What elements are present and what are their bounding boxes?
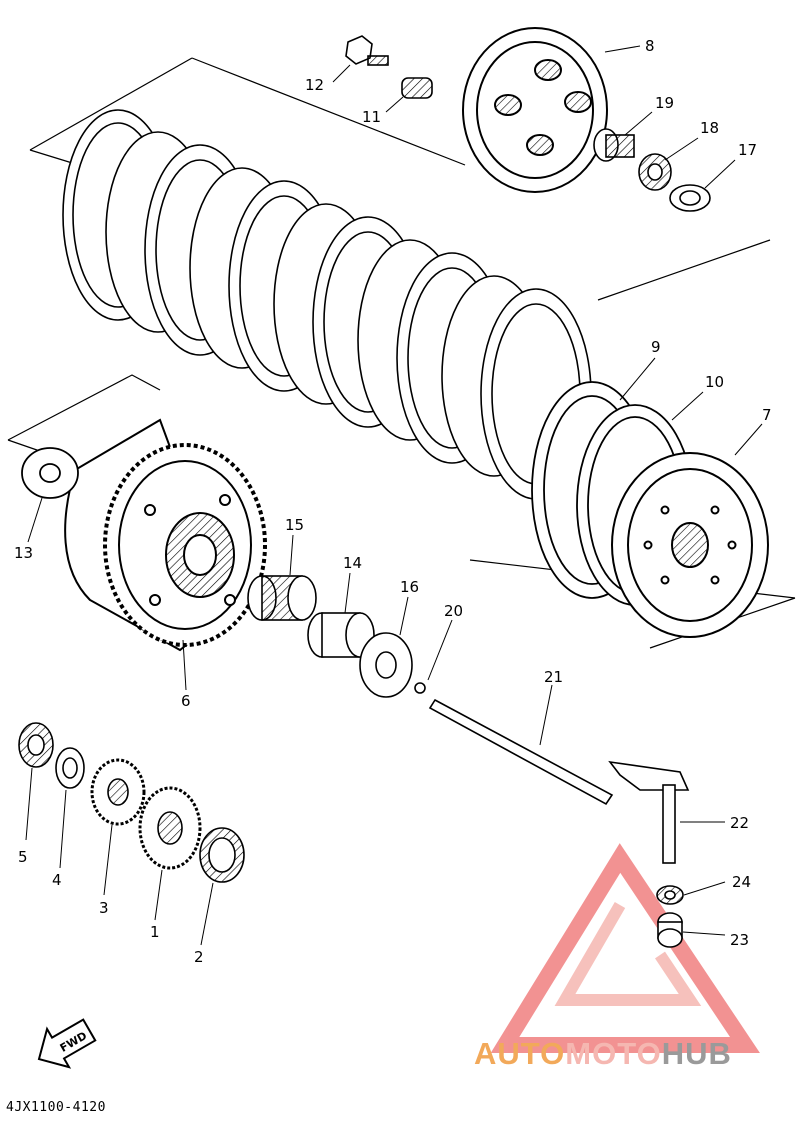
callout-12: 12 bbox=[305, 76, 324, 94]
watermark-logo bbox=[490, 843, 760, 1053]
nut-18 bbox=[638, 153, 672, 191]
callout-18: 18 bbox=[700, 119, 719, 137]
callout-8: 8 bbox=[645, 37, 655, 55]
washer-4 bbox=[55, 747, 85, 789]
ball-20 bbox=[414, 682, 426, 694]
callout-22: 22 bbox=[730, 814, 749, 832]
bearing-2 bbox=[199, 827, 245, 883]
oil-seal-24 bbox=[656, 885, 684, 905]
leader-lines bbox=[25, 45, 763, 946]
callout-9: 9 bbox=[651, 338, 661, 356]
watermark-part-hub: HUB bbox=[661, 1036, 732, 1071]
gear-3 bbox=[90, 758, 146, 826]
spring-11 bbox=[401, 77, 433, 99]
callout-24: 24 bbox=[732, 873, 751, 891]
callout-13: 13 bbox=[14, 544, 33, 562]
watermark-text: AUTOMOTOHUB bbox=[474, 1036, 732, 1072]
callout-21: 21 bbox=[544, 668, 563, 686]
bushing-23 bbox=[657, 912, 683, 948]
callout-11: 11 bbox=[362, 108, 381, 126]
callout-17: 17 bbox=[738, 141, 757, 159]
callout-4: 4 bbox=[52, 871, 62, 889]
diagram-code: 4JX1100-4120 bbox=[6, 1100, 106, 1115]
callout-10: 10 bbox=[705, 373, 724, 391]
gear-1 bbox=[138, 786, 202, 870]
callout-19: 19 bbox=[655, 94, 674, 112]
callout-7: 7 bbox=[762, 406, 772, 424]
washer-19 bbox=[593, 128, 635, 162]
callout-20: 20 bbox=[444, 602, 463, 620]
callout-3: 3 bbox=[99, 899, 109, 917]
bolt-12 bbox=[345, 35, 389, 66]
oil-seal-5 bbox=[18, 722, 54, 768]
clutch-boss-8 bbox=[462, 27, 608, 193]
callout-labels: 12 11 8 19 18 17 9 10 7 13 15 14 16 20 6… bbox=[14, 37, 772, 966]
fwd-arrow-icon: FWD bbox=[37, 1018, 97, 1069]
callout-5: 5 bbox=[18, 848, 28, 866]
callout-6: 6 bbox=[181, 692, 191, 710]
clutch-housing-6 bbox=[64, 418, 267, 652]
callout-16: 16 bbox=[400, 578, 419, 596]
push-lever-22 bbox=[608, 760, 690, 864]
callout-23: 23 bbox=[730, 931, 749, 949]
lock-washer-17 bbox=[669, 184, 711, 212]
thrust-washer-13 bbox=[21, 447, 79, 499]
clutch-plate-stack bbox=[62, 109, 592, 500]
needle-bearing-15 bbox=[247, 575, 317, 621]
callout-14: 14 bbox=[343, 554, 362, 572]
callout-15: 15 bbox=[285, 516, 304, 534]
spacer-14 bbox=[307, 612, 375, 658]
callout-2: 2 bbox=[194, 948, 204, 966]
push-rod-21 bbox=[428, 698, 614, 806]
pressure-plate-7 bbox=[611, 452, 769, 638]
watermark-part-auto: AUTO bbox=[474, 1036, 566, 1071]
upper-bracket-frame bbox=[29, 57, 771, 301]
watermark-part-moto: MOTO bbox=[565, 1036, 662, 1071]
callout-1: 1 bbox=[150, 923, 160, 941]
washer-16 bbox=[359, 632, 413, 698]
